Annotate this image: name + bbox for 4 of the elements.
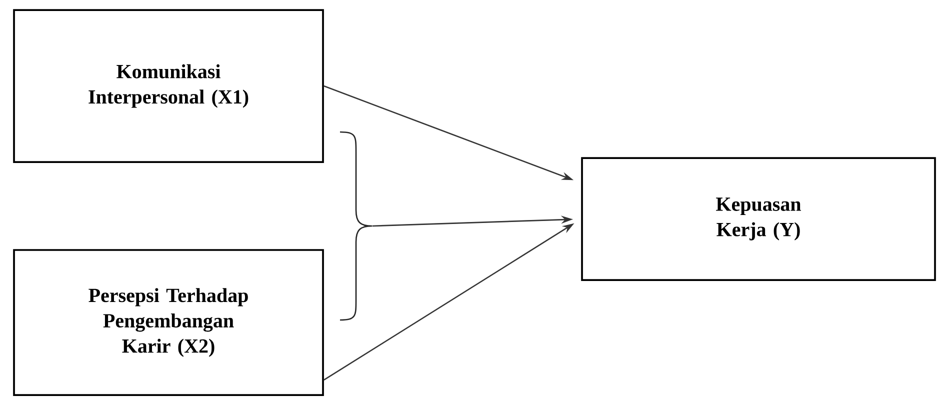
variable-box: Kepuasan Kerja (Y) xyxy=(581,157,936,281)
variable-box: Komunikasi Interpersonal (X1) xyxy=(13,9,324,163)
variable-box: Persepsi Terhadap Pengembangan Karir (X2) xyxy=(13,249,324,396)
brace xyxy=(340,131,373,321)
